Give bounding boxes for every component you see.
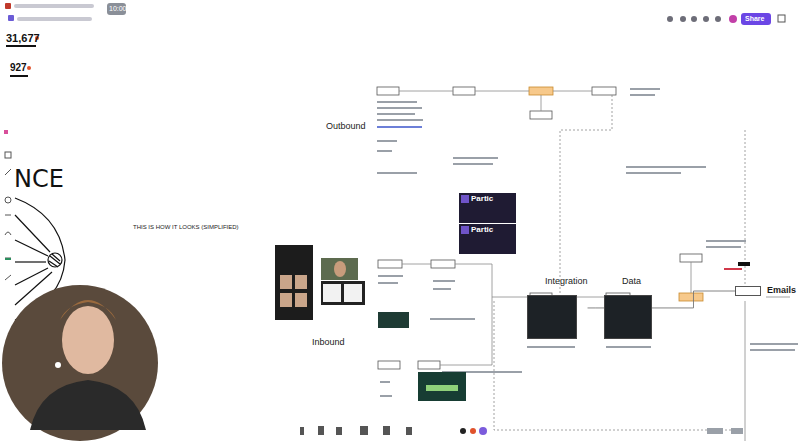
section-heading: Outbound — [326, 122, 366, 132]
timer-text: 10:00 — [109, 5, 127, 13]
screenshot-panel — [604, 295, 652, 339]
counter-number: 31,677 — [6, 32, 40, 44]
top-bar — [0, 0, 800, 30]
screenshot-node: Integration — [527, 277, 588, 339]
handwritten-text: NCE — [14, 166, 64, 192]
screenshot-title: Partic — [471, 195, 493, 204]
button-text: Share — [745, 15, 764, 23]
timer-pill — [107, 3, 126, 15]
note-text: THIS IS HOW IT LOOKS (SIMPLIFIED) — [133, 224, 239, 231]
webcam-bubble — [2, 285, 158, 441]
connector — [588, 307, 604, 308]
connector — [652, 291, 735, 308]
node-heading: Emails — [767, 286, 796, 296]
share-button — [741, 13, 771, 25]
small-box — [735, 286, 761, 296]
counter-number: 927 — [10, 62, 27, 73]
screenshot-panel — [527, 295, 577, 339]
node-heading: Data — [622, 277, 652, 287]
node-heading: Integration — [545, 277, 588, 287]
screenshot-node: Data — [604, 277, 652, 339]
process-box: Emails — [735, 286, 796, 296]
screenshot-title: Partic — [471, 226, 493, 235]
section-heading: Inbound — [312, 338, 345, 348]
